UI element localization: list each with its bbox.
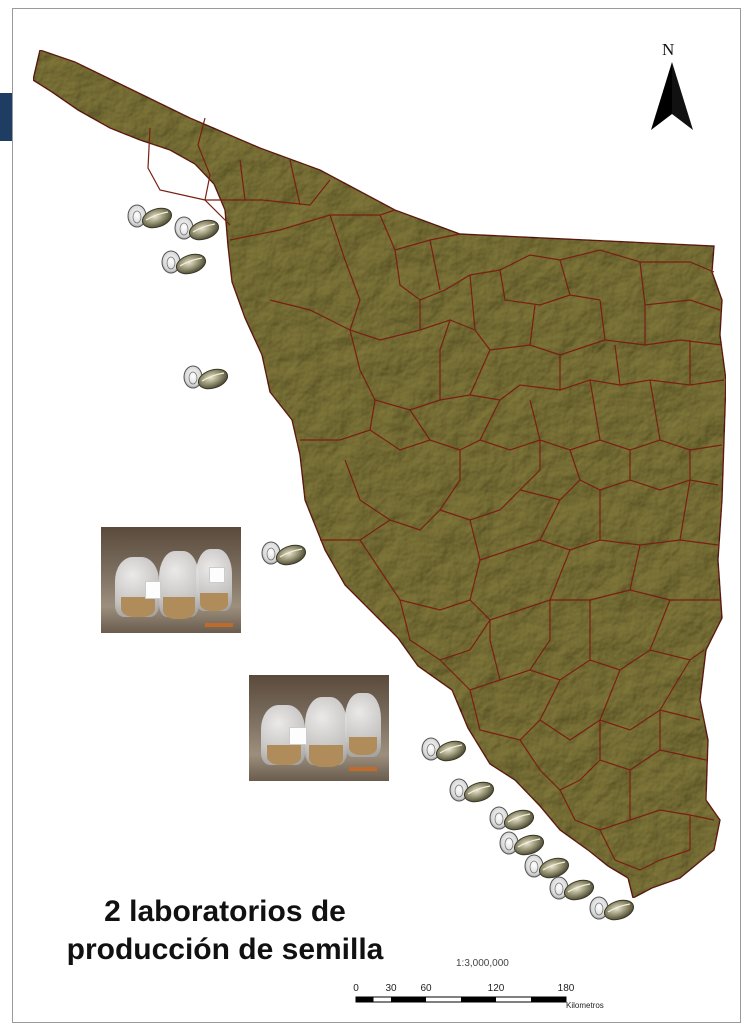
north-arrow-icon: [651, 62, 693, 130]
oyster-icon: [489, 806, 537, 834]
north-label: N: [662, 40, 675, 59]
map-caption: 2 laboratorios de producción de semilla: [20, 893, 430, 969]
scale-tick-label: 60: [420, 983, 432, 994]
scale-ratio: 1:3,000,000: [456, 958, 509, 969]
municipal-boundaries: [147, 117, 725, 871]
scale-tick-label: 0: [353, 983, 359, 994]
oyster-icon: [161, 250, 209, 278]
oyster-icon: [261, 541, 309, 569]
oyster-icon: [524, 854, 572, 882]
caption-line-1: 2 laboratorios de: [104, 895, 346, 928]
oyster-icon: [127, 204, 175, 232]
scale-bar: [355, 996, 567, 1003]
scale-tick-label: 180: [557, 983, 575, 994]
oyster-icon: [421, 737, 469, 765]
slide-edge-tab: [0, 93, 12, 141]
caption-line-2: producción de semilla: [66, 933, 384, 966]
scale-tick-label: 120: [487, 983, 505, 994]
state-landmass: [32, 49, 727, 900]
oyster-icon: [499, 831, 547, 859]
oyster-icon: [183, 365, 231, 393]
oyster-icon: [589, 896, 637, 924]
oyster-icon: [174, 216, 222, 244]
oyster-icon: [449, 778, 497, 806]
seed-bag-photo: [101, 527, 241, 633]
scale-tick-label: 30: [385, 983, 397, 994]
scale-unit: Kilometros: [566, 1001, 604, 1010]
oyster-icon: [549, 876, 597, 904]
seed-bag-photo: [249, 675, 389, 781]
